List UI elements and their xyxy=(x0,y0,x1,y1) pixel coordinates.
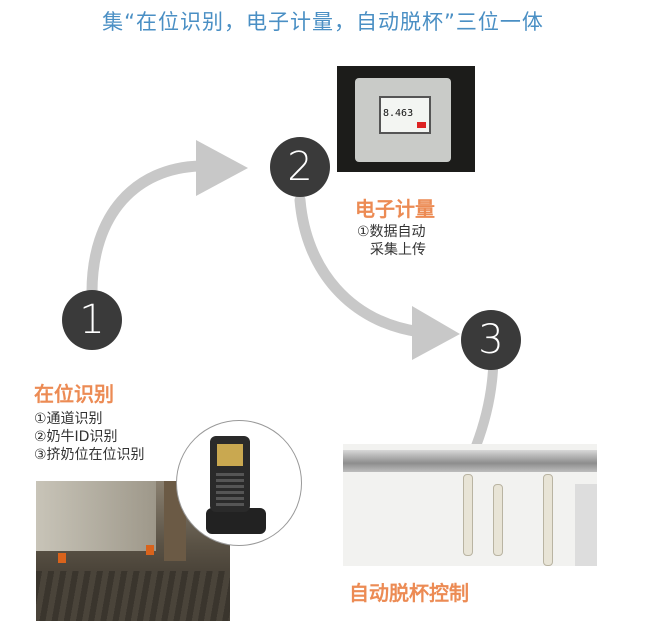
milk-hose xyxy=(463,474,473,556)
equipment-bracket xyxy=(575,484,597,566)
step-2-circle: 2 xyxy=(270,137,330,197)
rfid-tag xyxy=(146,545,154,555)
milk-hose xyxy=(493,484,503,556)
handheld-scanner xyxy=(210,436,250,512)
step-1-circle: 1 xyxy=(62,290,122,350)
connector-3-to-equipment xyxy=(471,365,498,451)
meter-red-button xyxy=(417,122,426,128)
step-1-heading: 在位识别 xyxy=(34,382,114,406)
rfid-tag xyxy=(58,553,66,563)
step-1-item: ③挤奶位在位识别 xyxy=(34,447,145,463)
parlor-floor xyxy=(36,571,230,621)
step-2-heading: 电子计量 xyxy=(355,197,435,221)
electronic-meter-photo: 8.463 xyxy=(337,66,475,172)
auto-detacher-photo xyxy=(343,444,597,566)
main-pipe xyxy=(343,450,597,472)
meter-screen: 8.463 xyxy=(379,96,431,134)
milk-hose xyxy=(543,474,553,566)
page-title: 集“在位识别，电子计量，自动脱杯”三位一体 xyxy=(102,10,544,34)
arrow-head-1-to-2 xyxy=(196,140,248,196)
scanner-screen xyxy=(217,444,243,466)
step-1-item: ②奶牛ID识别 xyxy=(34,429,118,445)
step-3-circle: 3 xyxy=(461,310,521,370)
arrow-1-to-2 xyxy=(86,160,206,298)
step-1-items: ①通道识别 ②奶牛ID识别 ③挤奶位在位识别 xyxy=(34,410,145,464)
meter-reading: 8.463 xyxy=(383,108,414,119)
scanner-keypad xyxy=(216,472,244,506)
step-2-items: ①数据自动 采集上传 xyxy=(357,223,426,259)
arrow-2-to-3 xyxy=(294,194,426,338)
arrow-head-2-to-3 xyxy=(412,306,460,360)
parlor-wall xyxy=(36,481,156,551)
step-2-item: 采集上传 xyxy=(370,242,426,258)
step-3-heading: 自动脱杯控制 xyxy=(349,581,469,605)
scanner-cradle xyxy=(206,508,266,534)
step-2-item: ①数据自动 xyxy=(357,224,426,240)
step-1-item: ①通道识别 xyxy=(34,411,103,427)
